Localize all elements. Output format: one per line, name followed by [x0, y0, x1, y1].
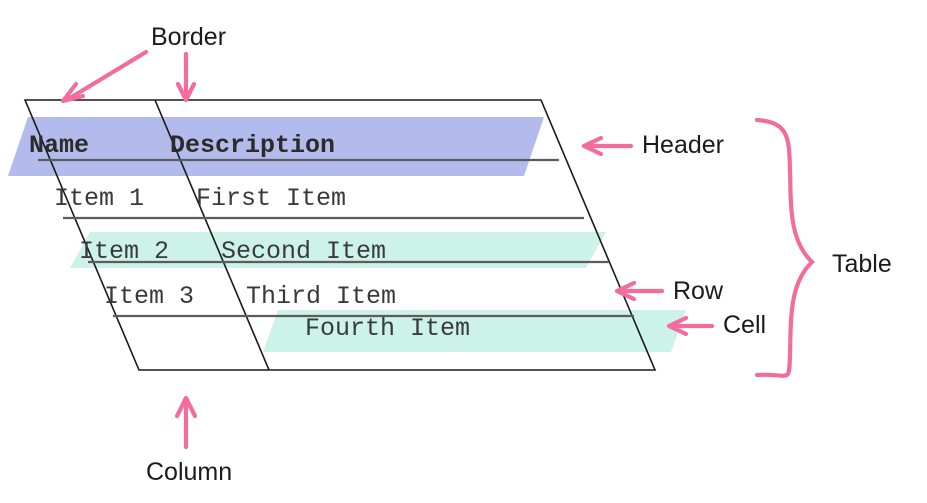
annotation-label-header: Header: [642, 131, 724, 159]
table-outline: [23, 99, 657, 371]
cell-item-3-name: Item 3: [104, 282, 195, 311]
row-arrow: [614, 280, 665, 302]
column-divider-border: [154, 99, 270, 371]
border-arrow-diagonal: [60, 49, 149, 104]
cell-item-2-description: Second Item: [221, 237, 387, 266]
cell-fourth-item: Fourth Item: [305, 314, 471, 343]
header-band: [8, 117, 544, 176]
table-brace: [754, 117, 816, 378]
annotation-label-border: Border: [151, 23, 227, 51]
annotation-label-table: Table: [832, 250, 892, 278]
cell-item-1-name: Item 1: [54, 184, 145, 213]
annotation-label-column: Column: [146, 458, 233, 486]
header-cell-name: Name: [29, 131, 90, 160]
highlight-bands: [8, 117, 686, 352]
row-band-item-2: [70, 232, 606, 268]
annotation-label-cell: Cell: [723, 311, 767, 339]
header-arrow: [581, 135, 634, 157]
table-border-outline: [23, 99, 657, 371]
header-cell-description: Description: [170, 131, 336, 160]
cell-item-1-description: First Item: [196, 184, 347, 213]
row-rules: [38, 158, 634, 318]
column-arrow: [174, 395, 198, 450]
annotation-arrows: [60, 49, 715, 450]
cell-item-3-description: Third Item: [246, 282, 397, 311]
annotation-label-row: Row: [673, 277, 724, 305]
cell-band-fourth-item: [263, 310, 686, 352]
cell-arrow: [666, 315, 715, 337]
border-arrow-vertical: [175, 51, 197, 103]
cell-item-2-name: Item 2: [79, 237, 170, 266]
